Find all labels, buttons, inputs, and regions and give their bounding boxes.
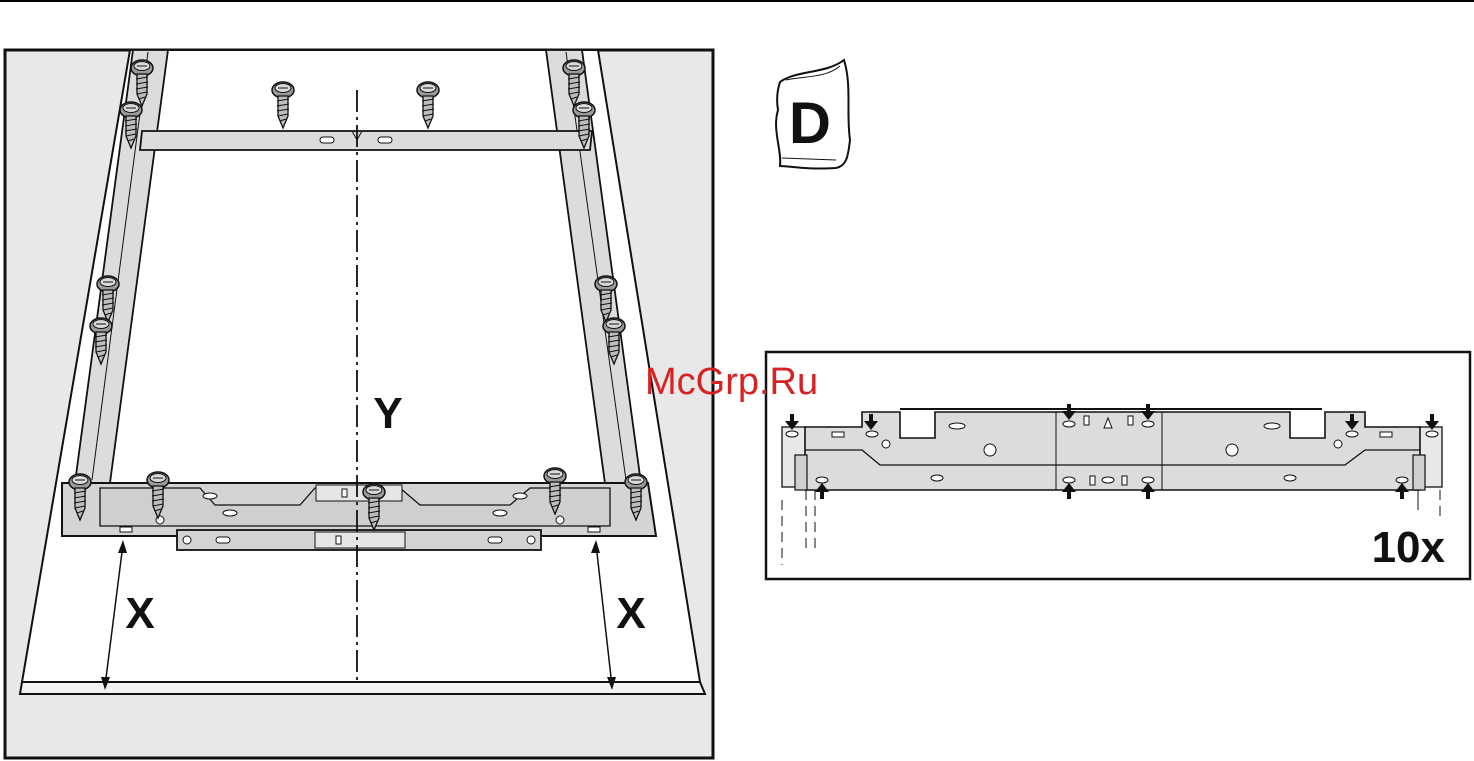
dimension-y-label: Y — [373, 389, 402, 438]
quantity-label: 10x — [1372, 523, 1446, 572]
dimension-x-left-label: X — [125, 589, 154, 638]
dimension-x-right-label: X — [616, 589, 645, 638]
top-strip — [140, 131, 592, 150]
watermark-text: McGrp.Ru — [645, 361, 818, 403]
bag-label: D — [789, 91, 831, 156]
worktop-edge — [20, 682, 705, 694]
